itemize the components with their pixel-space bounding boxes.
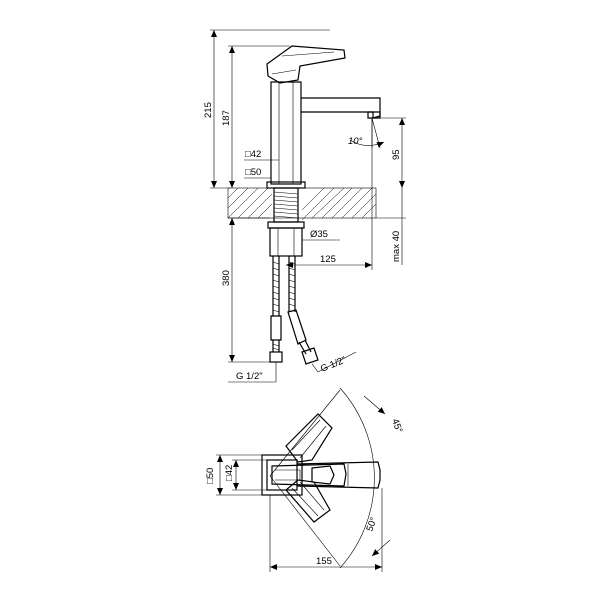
side-view: 215 187 95 max 40 10° □42 □50 Ø35 125 [203, 29, 406, 383]
top-base-square [261, 454, 303, 496]
countertop-section [227, 187, 377, 221]
lever-inner-line [271, 51, 335, 75]
thread-right-label: G 1/2" [319, 355, 348, 375]
lever-rotated-down [285, 479, 331, 523]
mounting-washer [267, 221, 305, 229]
dim-125-label: 125 [320, 254, 336, 265]
dim-380-label: 380 [221, 270, 232, 286]
dim-215-label: 215 [203, 102, 214, 118]
top-spout [296, 461, 381, 489]
lever-handle [266, 45, 346, 84]
angle-10-label: 10° [348, 136, 363, 147]
dim-max40-label: max 40 [391, 231, 402, 262]
top-view: 45° 50° □50 □42 155 [205, 387, 404, 572]
faucet-body [270, 81, 302, 185]
dim-187-label: 187 [221, 110, 232, 126]
angle-45-label: 45° [389, 417, 404, 434]
diameter-35-label: Ø35 [310, 229, 328, 240]
top-lever [271, 463, 347, 487]
threaded-shank [273, 187, 299, 223]
top-square-50-label: □50 [205, 468, 216, 484]
square-50-label: □50 [245, 167, 261, 178]
mounting-nut [269, 227, 303, 257]
square-42-label: □42 [245, 149, 261, 160]
thread-left-label: G 1/2" [236, 371, 263, 382]
hose-right [287, 256, 319, 365]
dim-95-label: 95 [391, 149, 402, 160]
dim-155-label: 155 [316, 556, 332, 567]
spout [301, 97, 381, 119]
top-body-square [266, 459, 298, 491]
base-flange [266, 181, 306, 189]
hose-left [269, 256, 283, 363]
lever-rotated-up [285, 413, 333, 463]
angle-50-label: 50° [364, 516, 379, 533]
top-square-42-label: □42 [224, 465, 235, 481]
